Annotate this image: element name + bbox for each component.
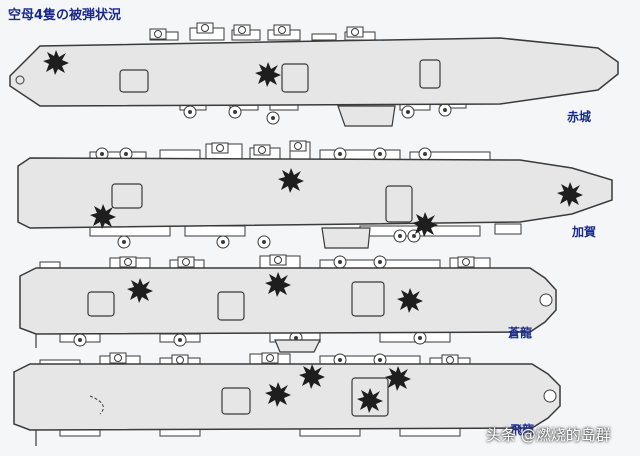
carrier-akagi [9,22,619,127]
island [274,339,321,353]
carrier-soryu [19,254,557,353]
carrier-kaga [17,140,613,249]
sponsons-top [149,27,376,41]
ship-label-hiryu: 飛龍 [509,422,534,437]
ship-label-akagi: 赤城 [567,109,591,124]
island [321,227,371,249]
ship-label-soryu: 蒼龍 [507,325,532,340]
guns-bottom [183,103,452,125]
carrier-hiryu [13,352,561,446]
page-title: 空母4隻の被弾状況 [8,8,122,23]
flight-deck [13,363,561,431]
flight-deck [9,37,619,107]
elevators [87,281,385,321]
ship-label-kaga: 加賀 [571,224,596,239]
elevators [111,183,413,223]
elevators [119,59,441,93]
watermark: 头条 @燃烧的岛群 [486,426,611,444]
flight-deck [19,267,557,335]
flight-deck [17,157,613,229]
island [337,105,396,127]
